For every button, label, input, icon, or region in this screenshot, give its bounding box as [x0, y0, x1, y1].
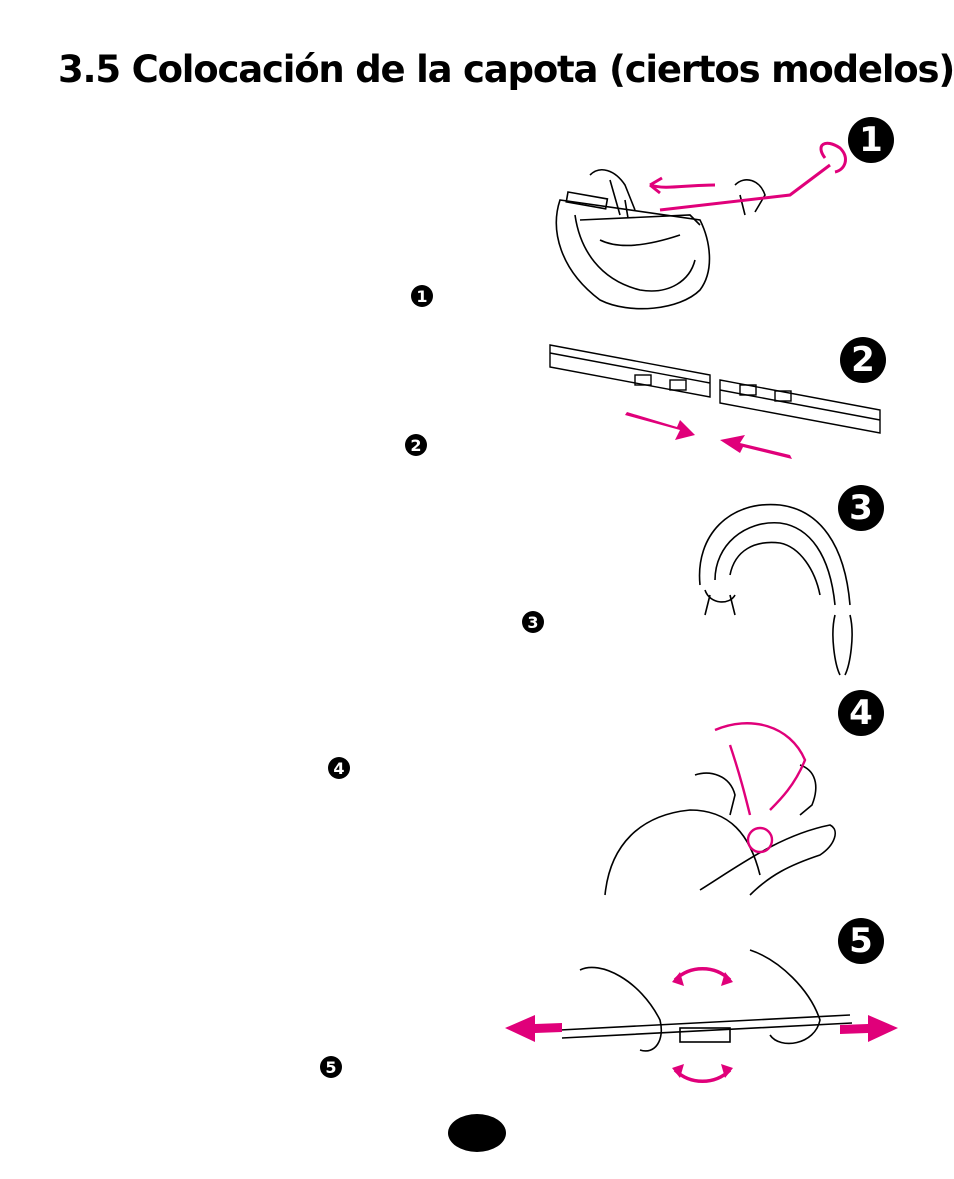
figure-step-4	[604, 722, 836, 896]
page-title: 3.5 Colocación de la capota (ciertos mod…	[58, 48, 954, 91]
figure-step-3	[698, 503, 853, 676]
step-2-number: 2	[840, 337, 886, 383]
step-4-number: 4	[838, 690, 884, 736]
step-3-reference: 3	[522, 611, 544, 633]
figure-step-2	[549, 344, 881, 459]
step-5-reference: 5	[320, 1056, 342, 1078]
page-number-marker	[448, 1114, 506, 1152]
figure-step-1	[555, 141, 847, 310]
step-1-number: 1	[848, 117, 894, 163]
figure-step-5	[505, 949, 898, 1083]
step-4-reference: 4	[328, 757, 350, 779]
step-3-number: 3	[838, 485, 884, 531]
step-1-reference: 1	[411, 285, 433, 307]
step-5-number: 5	[838, 918, 884, 964]
step-2-reference: 2	[405, 434, 427, 456]
